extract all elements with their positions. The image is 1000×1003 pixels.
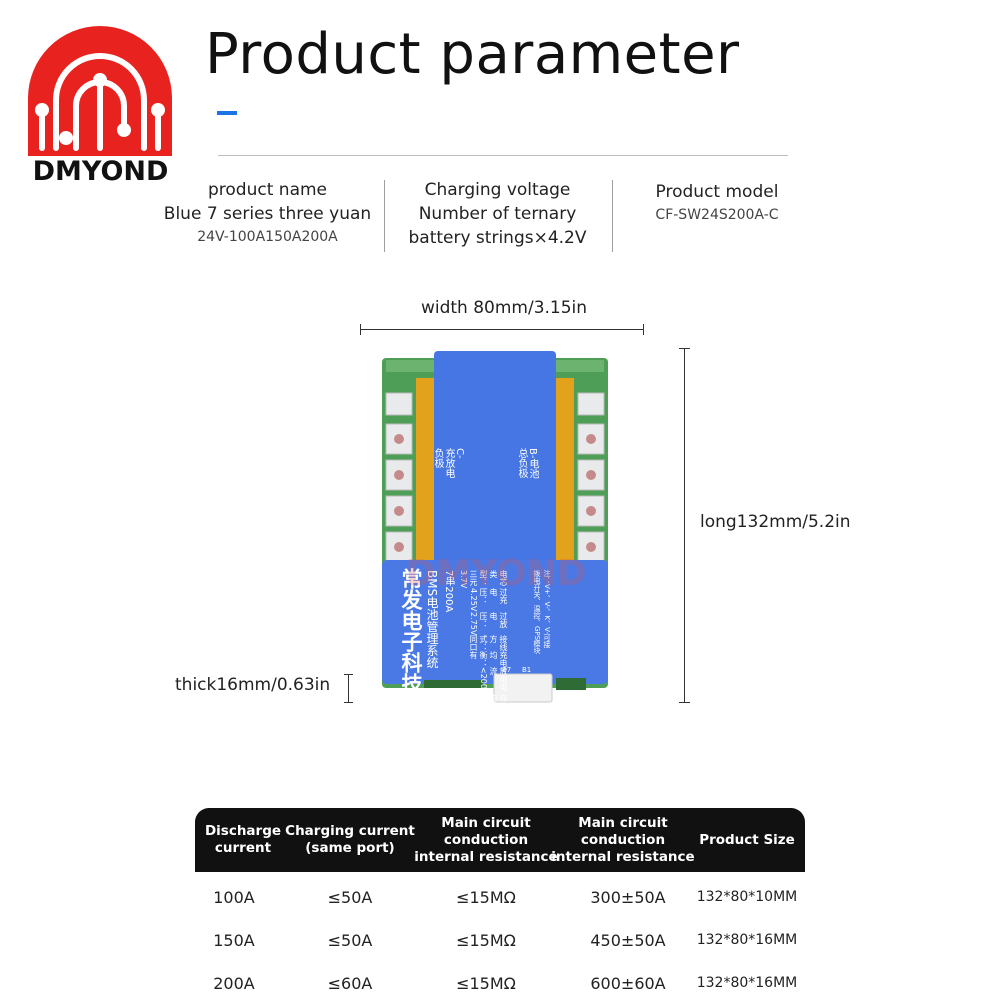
- thick-dimension-label: thick16mm/0.63in: [175, 675, 331, 695]
- board-spec-line: 接线方式：同口: [469, 634, 508, 651]
- table-row: 150A ≤50A ≤15MΩ 450±50A 132*80*16MM: [195, 920, 805, 960]
- table-cell: 200A: [213, 973, 255, 993]
- board-spec-line: 充电均衡：有: [469, 650, 508, 667]
- brand-logo: DMYOND: [18, 18, 183, 187]
- table-header-cell: Main circuit conduction internal resista…: [551, 814, 695, 865]
- table-cell: ≤50A: [327, 930, 373, 950]
- table-cell: 150A: [213, 930, 255, 950]
- board-spec-line: 过充电压：4.25V: [469, 588, 508, 612]
- board-label-title: 常发电子科技: [399, 568, 423, 694]
- board-label-specs: 电芯类型：三元3.7V 过充电压：4.25V 过放电压：2.75V 接线方式：同…: [458, 570, 508, 717]
- info-divider: [612, 180, 613, 252]
- table-header: Discharge current Charging current (same…: [195, 808, 805, 872]
- table-cell: ≤15MΩ: [456, 887, 516, 907]
- table-row: 200A ≤60A ≤15MΩ 600±60A 132*80*16MM: [195, 963, 805, 1003]
- board-panel-left-text: C- 充放电 负极: [432, 448, 465, 478]
- width-dimension-tick: [643, 324, 644, 335]
- board-spec-line: 过放电压：2.75V: [469, 611, 508, 635]
- table-cell: ≤15MΩ: [456, 973, 516, 993]
- info-subvalue: 24V-100A150A200A: [197, 229, 338, 245]
- info-product-model: Product model CF-SW24S200A-C: [612, 178, 822, 226]
- table-cell: ≤50A: [327, 887, 373, 907]
- table-cell: 450±50A: [590, 930, 666, 950]
- info-divider: [384, 180, 385, 252]
- table-cell: 132*80*10MM: [696, 889, 798, 905]
- brand-wordmark: DMYOND: [32, 156, 169, 187]
- table-header-cell: Discharge current: [204, 823, 282, 856]
- table-cell: 600±60A: [590, 973, 666, 993]
- table-cell: 132*80*16MM: [696, 932, 798, 948]
- info-label: product name: [208, 180, 327, 200]
- board-label-subtitle: BMS电池管理系统: [425, 570, 439, 669]
- width-dimension-tick: [360, 324, 361, 335]
- page-title: Product parameter: [205, 22, 740, 87]
- table-header-cell: Product Size: [699, 831, 795, 848]
- info-value: Number of ternary: [418, 204, 577, 224]
- width-dimension-line: [360, 329, 644, 330]
- thick-dimension-tick: [344, 674, 353, 675]
- table-cell: ≤60A: [327, 973, 373, 993]
- info-label: Product model: [655, 182, 779, 202]
- thick-dimension-line: [348, 674, 349, 702]
- table-header-cell: Main circuit conduction internal resista…: [414, 814, 558, 865]
- table-cell: 100A: [213, 887, 255, 907]
- info-value: Blue 7 series three yuan: [163, 204, 372, 224]
- width-dimension-label: width 80mm/3.15in: [420, 298, 588, 318]
- info-charging-voltage: Charging voltage Number of ternary batte…: [385, 178, 610, 250]
- board-connector-label: B1: [522, 666, 532, 674]
- board-label-note: 注：V+、V-、K、V-可接 拨电开关、温控、GPS模块: [533, 570, 551, 655]
- board-watermark: DMYOND: [405, 553, 587, 594]
- table-cell: 300±50A: [590, 887, 666, 907]
- info-value: CF-SW24S200A-C: [655, 207, 779, 223]
- long-dimension-tick: [679, 348, 690, 349]
- bms-board-drawing: [382, 351, 608, 703]
- long-dimension-tick: [679, 702, 690, 703]
- thick-dimension-tick: [344, 702, 353, 703]
- long-dimension-line: [684, 348, 685, 702]
- table-cell: ≤15MΩ: [456, 930, 516, 950]
- title-accent-bar: [217, 111, 237, 115]
- title-divider: [218, 155, 788, 156]
- long-dimension-label: long132mm/5.2in: [700, 512, 851, 532]
- info-subvalue: battery strings×4.2V: [408, 228, 587, 248]
- table-cell: 132*80*16MM: [696, 975, 798, 991]
- table-row: 100A ≤50A ≤15MΩ 300±50A 132*80*10MM: [195, 877, 805, 917]
- bms-board-image: C- 充放电 负极 B-电池 总负极 常发电子科技 BMS电池管理系统 7串20…: [372, 348, 620, 717]
- table-header-cell: Charging current (same port): [285, 823, 415, 856]
- info-label: Charging voltage: [424, 180, 571, 200]
- info-product-name: product name Blue 7 series three yuan 24…: [150, 178, 385, 248]
- brand-logo-mark: [28, 26, 172, 156]
- board-spec-line: 放电电流<200A: [479, 666, 508, 695]
- board-label-model: 7串200A: [443, 570, 454, 613]
- board-connector-label: B7: [502, 666, 512, 674]
- board-spec-line: 电芯类型：三元3.7V: [459, 570, 508, 589]
- board-spec-line: 充电电流<60A: [479, 694, 508, 717]
- board-panel-right-text: B-电池 总负极: [516, 448, 538, 479]
